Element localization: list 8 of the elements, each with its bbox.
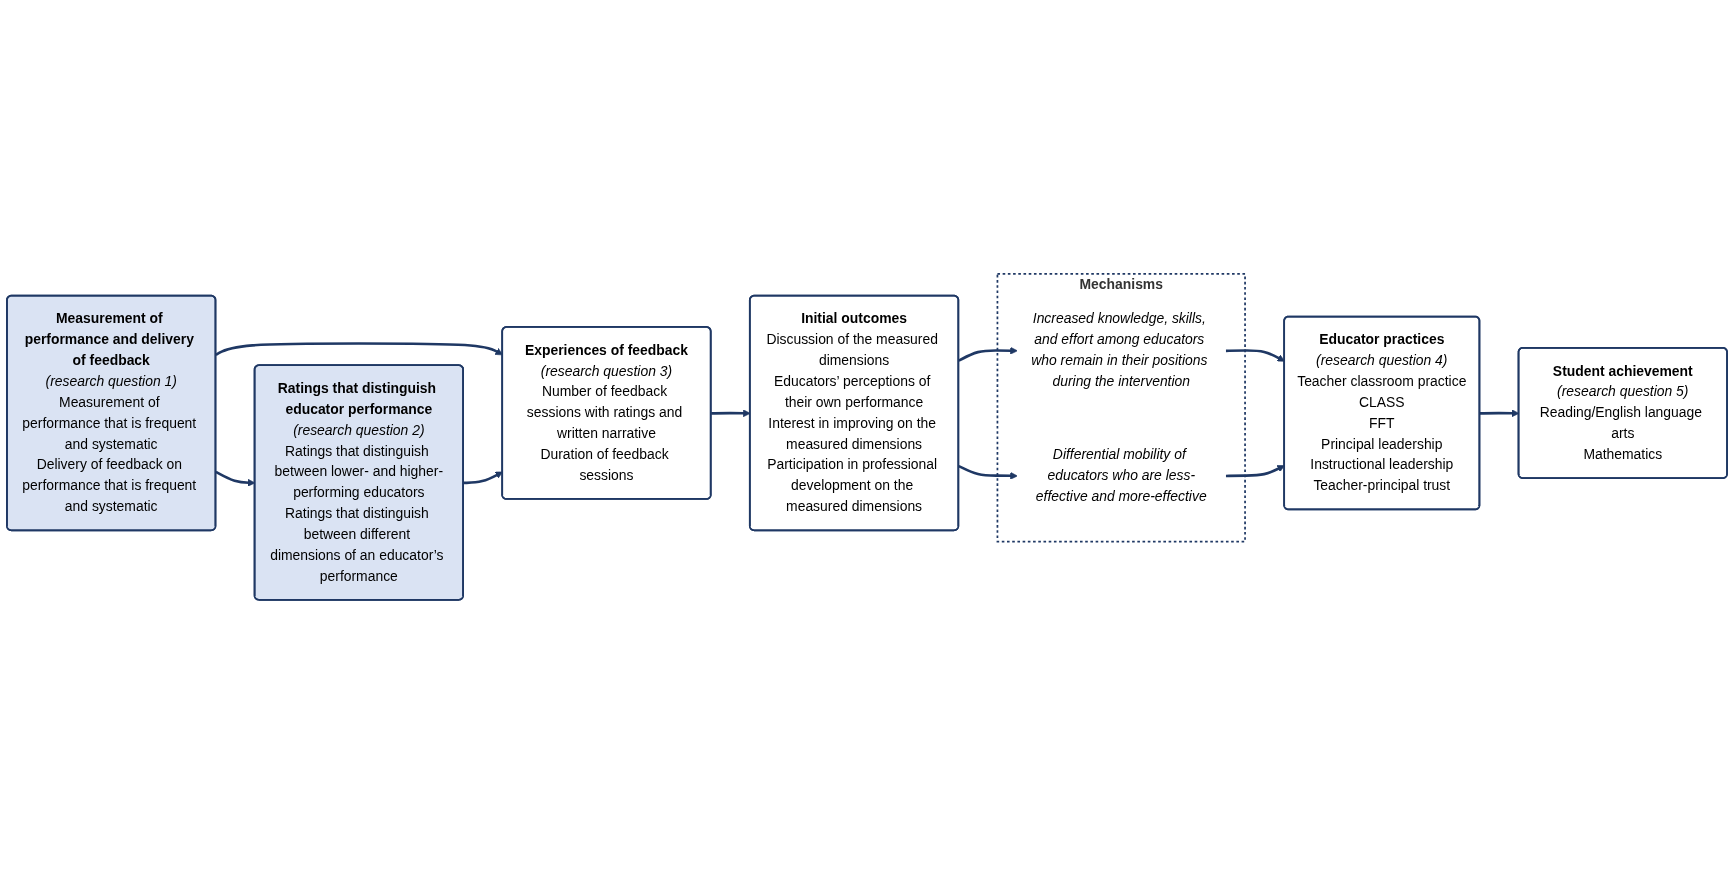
node-text: Increased knowledge, skills, and effort among educators who remain in their positions during the intervention (1031, 311, 1208, 389)
arrow (463, 471, 503, 485)
arrow (1225, 465, 1285, 478)
arrow (958, 465, 1018, 480)
node-text: Differential mobility of educators who are less-effective and more-effective (1035, 446, 1207, 504)
arrow (958, 347, 1018, 362)
arrow (215, 342, 503, 357)
arrow (1225, 349, 1285, 362)
